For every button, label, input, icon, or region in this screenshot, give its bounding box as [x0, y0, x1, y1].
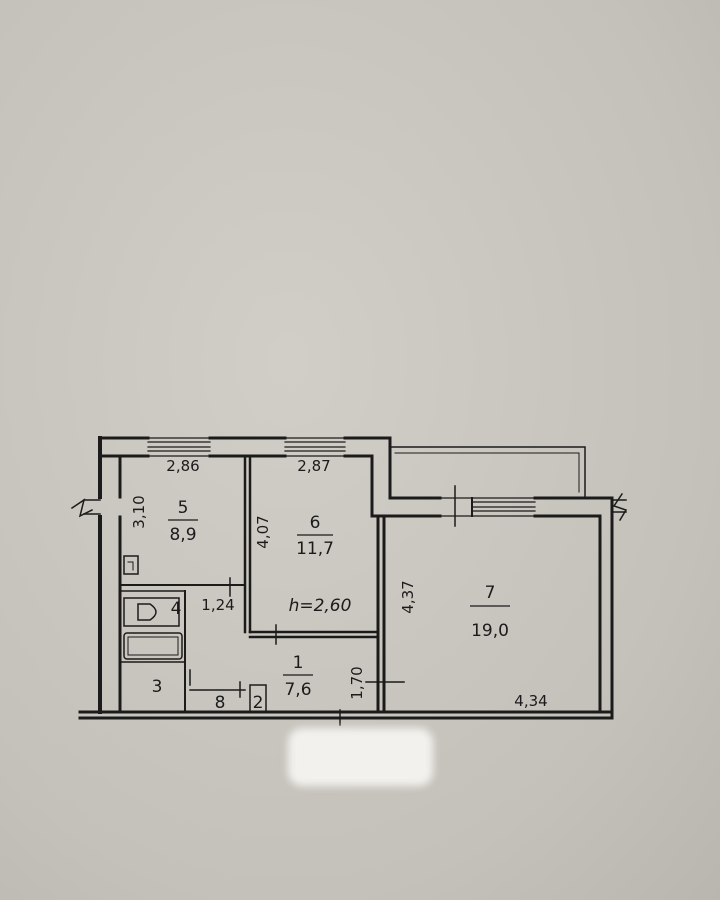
svg-text:8,9: 8,9	[169, 525, 196, 545]
dim-room6-width: 2,87	[297, 457, 330, 475]
ceiling-height: h=2,60	[289, 596, 352, 616]
dimension-ticks	[189, 577, 405, 726]
svg-text:1: 1	[293, 653, 304, 673]
room-5-label: 5 8,9	[168, 498, 198, 545]
room-4-label: 4	[171, 599, 182, 619]
dim-room5-width: 2,86	[166, 457, 199, 475]
redaction-patch	[288, 728, 433, 786]
dim-room6-height: 4,07	[254, 515, 272, 548]
room-6-label: 6 11,7	[296, 513, 334, 559]
outer-walls	[78, 436, 614, 720]
svg-text:6: 6	[310, 513, 321, 533]
dim-room7-width: 4,34	[514, 692, 547, 710]
room-3-label: 3	[152, 677, 163, 697]
room-8-label: 8	[215, 693, 226, 713]
svg-text:19,0: 19,0	[471, 621, 509, 641]
break-marks	[70, 492, 628, 522]
fixtures	[123, 555, 183, 660]
dim-room7-height: 4,37	[399, 580, 417, 613]
dim-room5-height: 3,10	[130, 495, 148, 528]
svg-text:7,6: 7,6	[284, 680, 311, 700]
room-1-label: 1 7,6	[283, 653, 313, 700]
svg-text:7: 7	[485, 583, 496, 603]
room-2-label: 2	[253, 693, 264, 713]
dim-room1-height: 1,70	[348, 666, 366, 699]
interior-walls	[119, 454, 386, 714]
svg-text:5: 5	[178, 498, 189, 518]
windows	[147, 437, 536, 527]
room-7-label: 7 19,0	[470, 583, 510, 641]
dim-room4-width: 1,24	[201, 596, 234, 614]
svg-text:11,7: 11,7	[296, 539, 334, 559]
